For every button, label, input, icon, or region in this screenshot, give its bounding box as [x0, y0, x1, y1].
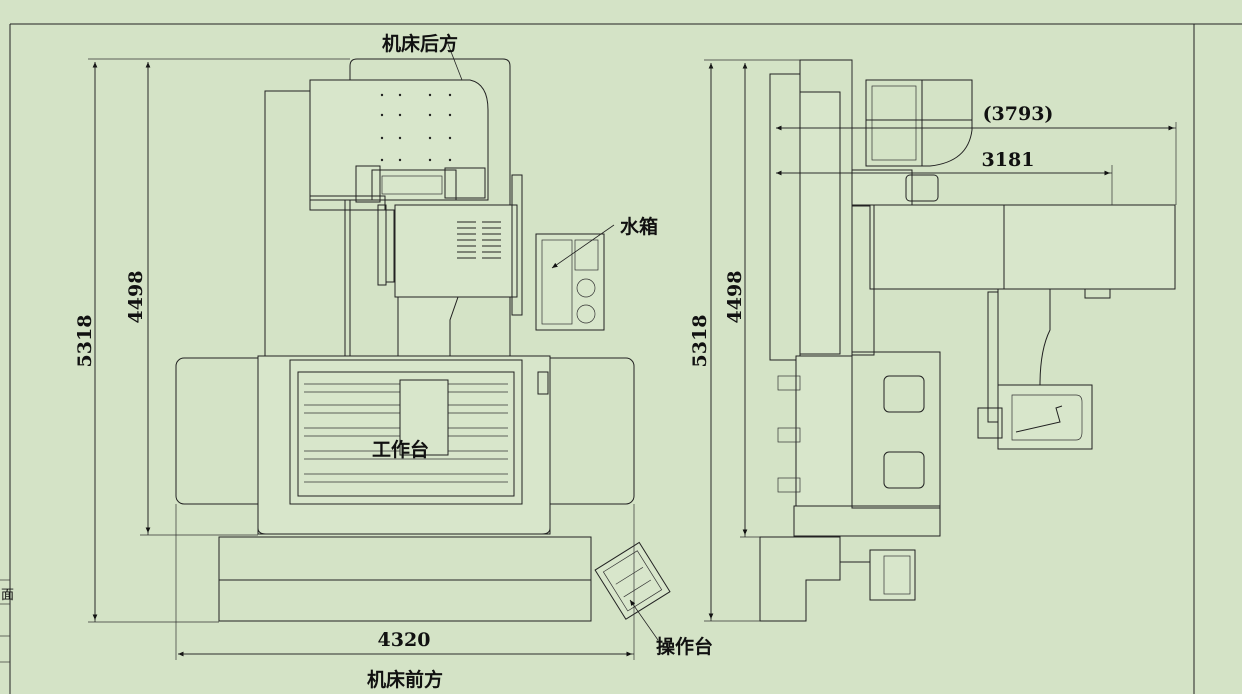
- rear-column: [349, 58, 511, 356]
- vent-grille: [457, 221, 501, 259]
- operator-panel-leader: [629, 599, 659, 641]
- worktable: [297, 371, 515, 497]
- front-label: 机床前方: [367, 668, 443, 691]
- front-width-dim: 4320: [378, 629, 431, 651]
- operator-pendant: [594, 541, 671, 620]
- water-tank: [535, 233, 605, 331]
- side-operator-panel: [869, 549, 916, 601]
- sheet-frame: 面: [0, 23, 1242, 694]
- t-slots: [304, 383, 508, 483]
- water-tank-leader: [551, 224, 615, 269]
- chip-guard-cage: [865, 79, 973, 167]
- worktable-label: 工作台: [372, 438, 429, 461]
- front-dimensions: [88, 58, 635, 660]
- side-base: [851, 351, 941, 509]
- side-dimensions: [704, 59, 1177, 622]
- spindle-housing-dots: [380, 93, 452, 162]
- side-upper-height-dim: 4498: [724, 271, 746, 324]
- ram-head: [394, 204, 518, 298]
- rear-label: 机床后方: [382, 32, 458, 55]
- side-depth-ref-dim: (3793): [983, 103, 1054, 125]
- side-rails: [777, 375, 801, 493]
- side-total-height-dim: 5318: [689, 315, 711, 368]
- front-total-height-dim: 5318: [74, 315, 96, 368]
- water-tank-label: 水箱: [620, 215, 658, 238]
- front-view: [88, 43, 671, 660]
- side-plinth: [759, 536, 841, 622]
- side-column-back: [769, 73, 801, 361]
- side-ram: [869, 204, 1176, 290]
- tool-changer: [997, 384, 1093, 450]
- side-view: [704, 59, 1177, 622]
- motor-block: [371, 169, 457, 201]
- front-upper-height-dim: 4498: [125, 271, 147, 324]
- side-depth-dim: 3181: [982, 149, 1035, 171]
- control-indicator: [537, 371, 549, 395]
- edge-text: 面: [1, 588, 14, 603]
- spindle-housing: [309, 79, 489, 201]
- operator-panel-label: 操作台: [656, 635, 713, 658]
- spindle-nose: [905, 174, 939, 202]
- plinth: [218, 536, 592, 622]
